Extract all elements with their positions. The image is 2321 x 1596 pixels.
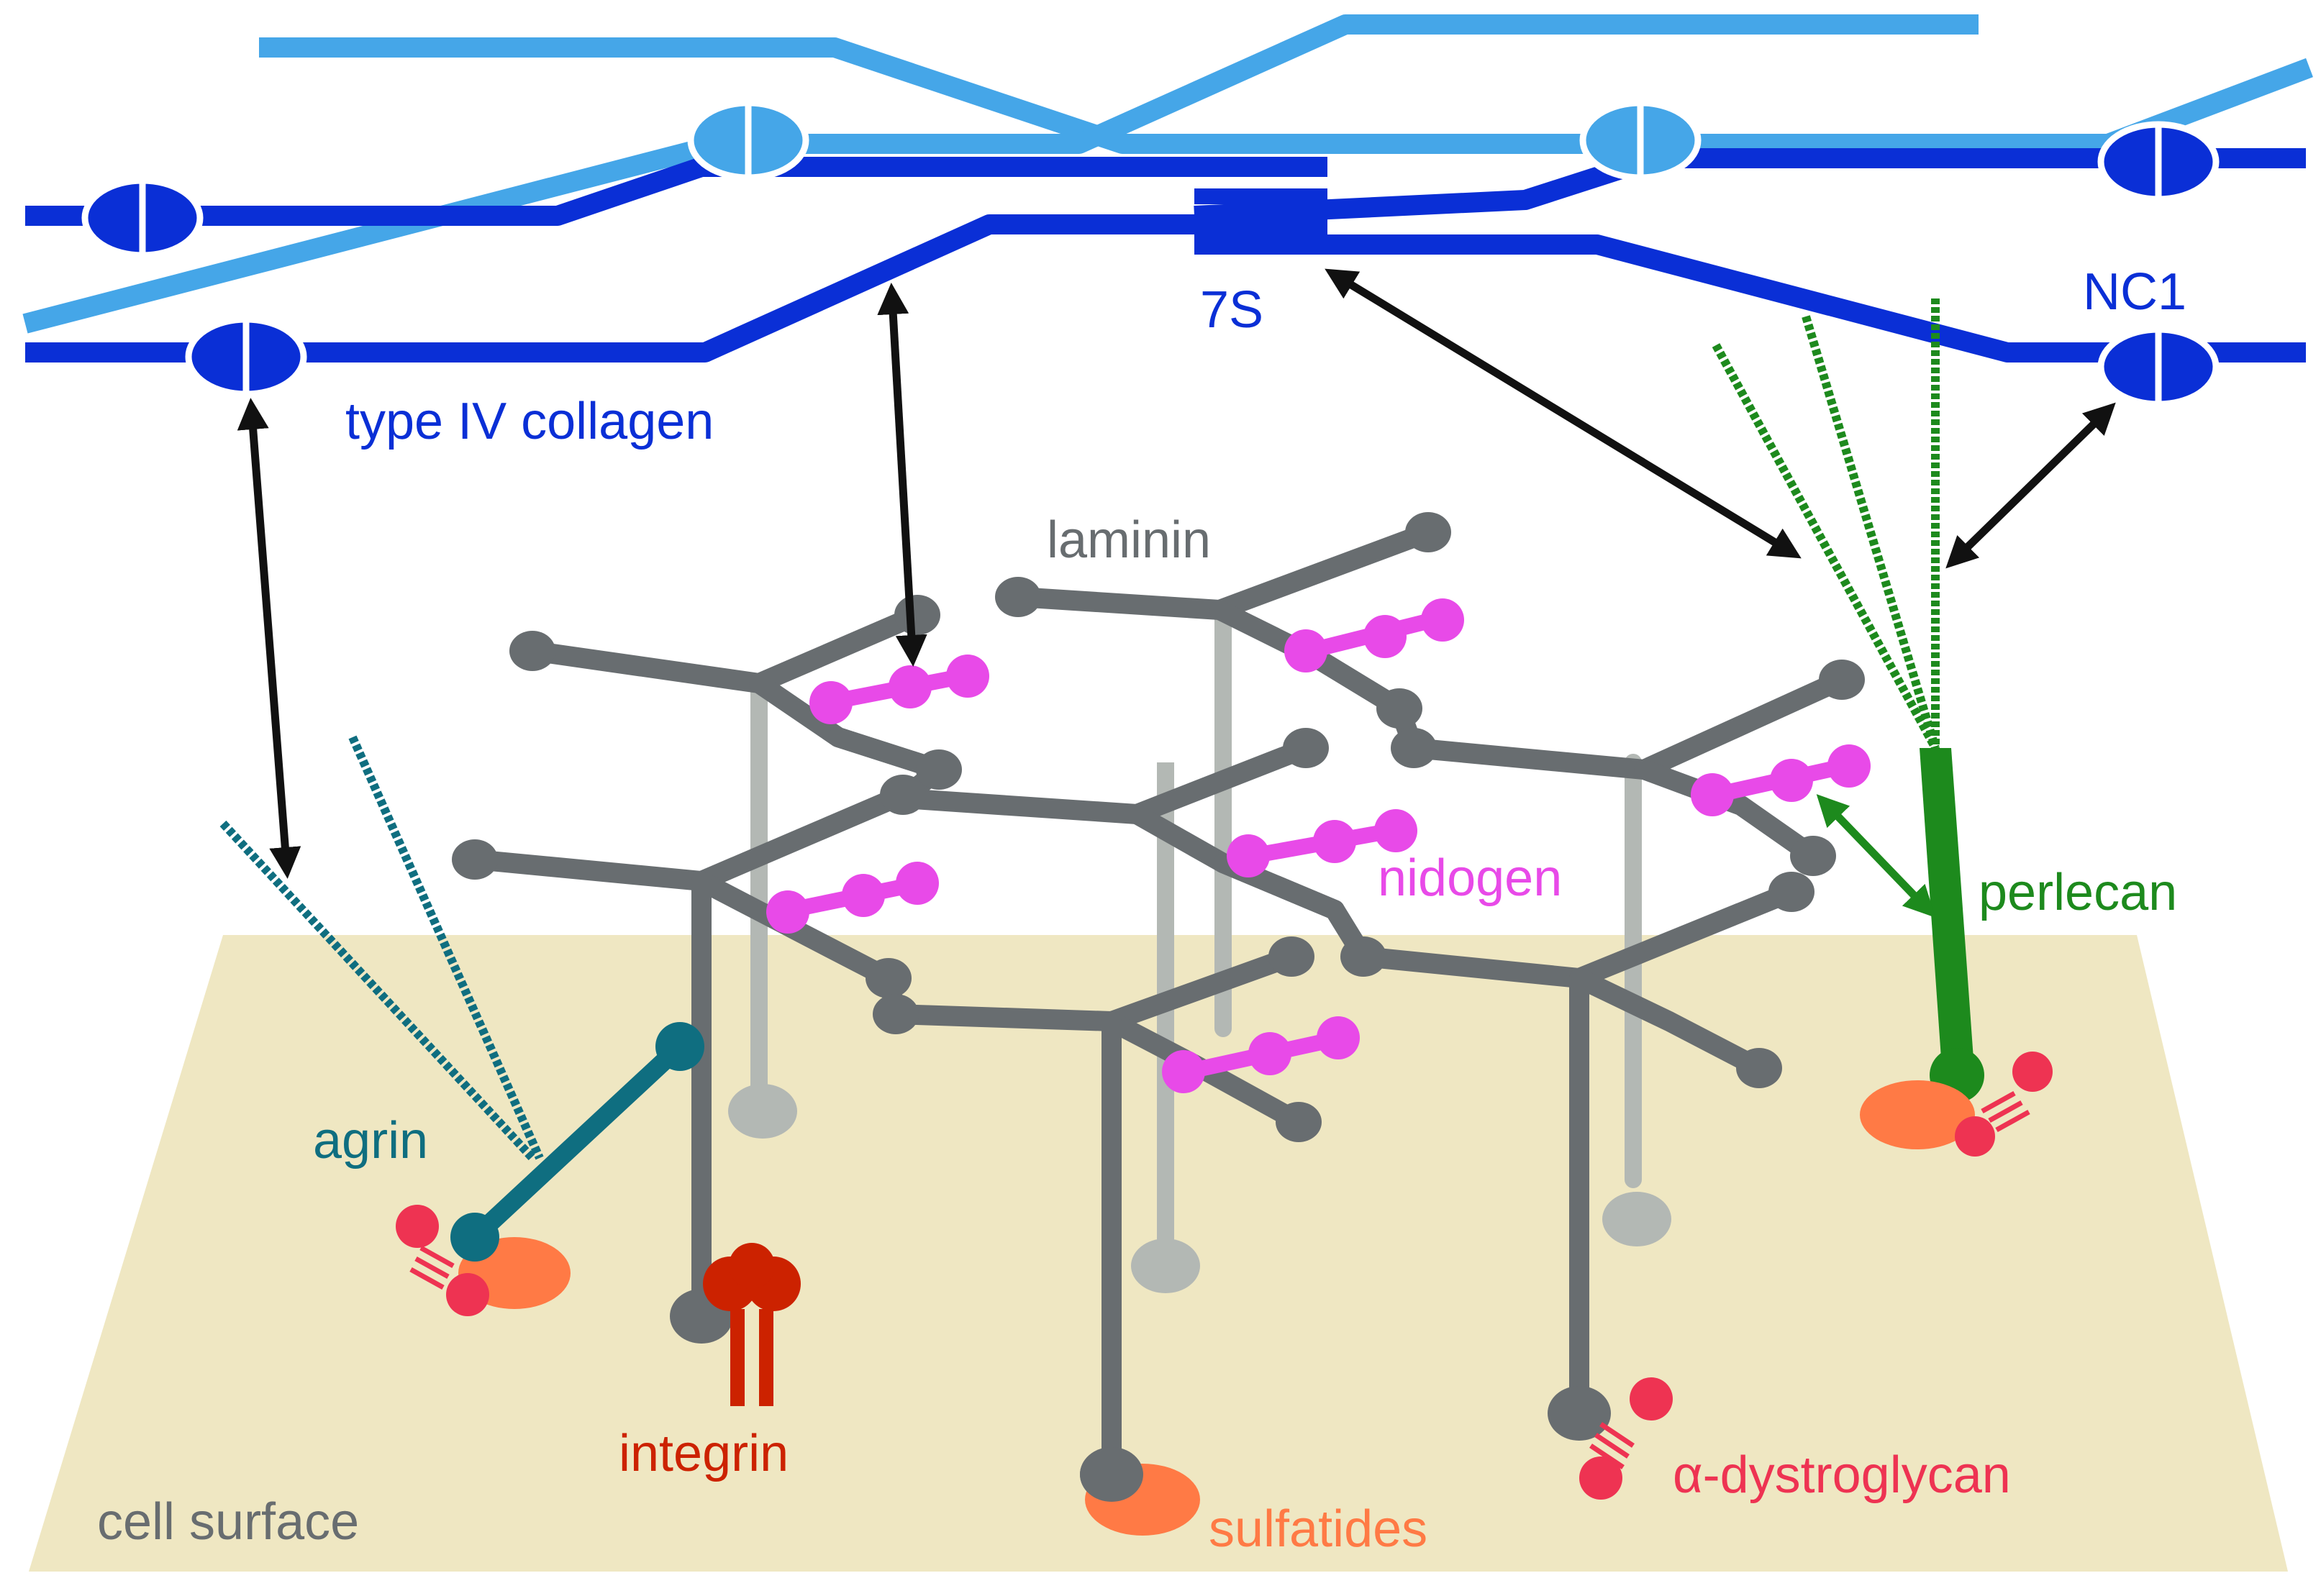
label-perlecan: perlecan <box>1979 864 2177 921</box>
collagen-dark-strand-3 <box>25 214 1327 362</box>
collagen-dark-strand-2 <box>1194 148 2306 226</box>
seven-s-bundle <box>1194 188 1327 245</box>
label-7s: 7S <box>1200 281 1263 339</box>
agrin-molecule <box>219 735 704 1316</box>
arrow-collagen-agrin <box>237 398 301 879</box>
perlecan-dystroglycan <box>1955 1052 2053 1157</box>
nc1-domain-dark <box>81 121 2220 408</box>
arrow-nidogen-perlecan <box>1816 794 1936 918</box>
label-type-iv-collagen: type IV collagen <box>345 393 714 450</box>
label-integrin: integrin <box>619 1425 789 1482</box>
arrow-collagen-laminin <box>877 283 927 667</box>
label-nc1: NC1 <box>2083 263 2186 321</box>
labels: type IV collagen 7S NC1 laminin nidogen … <box>97 263 2186 1558</box>
interaction-arrows <box>237 268 2116 918</box>
collagen-light-strand-3 <box>1604 58 2313 154</box>
alpha-dystroglycan-molecule <box>1579 1377 1673 1500</box>
laminin-network <box>452 512 1865 1502</box>
label-sulfatides: sulfatides <box>1209 1500 1427 1558</box>
perlecan-molecule <box>1712 298 2053 1157</box>
collagen-light-strand-2 <box>22 14 1979 334</box>
perlecan-receptor <box>1860 1080 1975 1149</box>
arrow-nc1-perlecan <box>1945 402 2116 569</box>
laminin-back-legs <box>728 610 1671 1293</box>
nc1-domain-light <box>687 99 1702 181</box>
label-laminin: laminin <box>1047 511 1211 569</box>
agrin-dystroglycan <box>396 1205 489 1316</box>
label-cell-surface: cell surface <box>97 1493 359 1551</box>
collagen-dark-strand-1 <box>25 157 1327 226</box>
label-alpha-dystroglycan: α-dystroglycan <box>1673 1446 2011 1504</box>
nidogen-molecules <box>766 598 1871 1093</box>
label-agrin: agrin <box>313 1112 428 1169</box>
arrow-7s-perlecan <box>1325 268 1802 559</box>
nc1-domains <box>81 99 2220 408</box>
label-nidogen: nidogen <box>1378 849 1562 907</box>
integrin-molecule <box>703 1243 801 1406</box>
collagen-dark-strands <box>25 148 2306 362</box>
